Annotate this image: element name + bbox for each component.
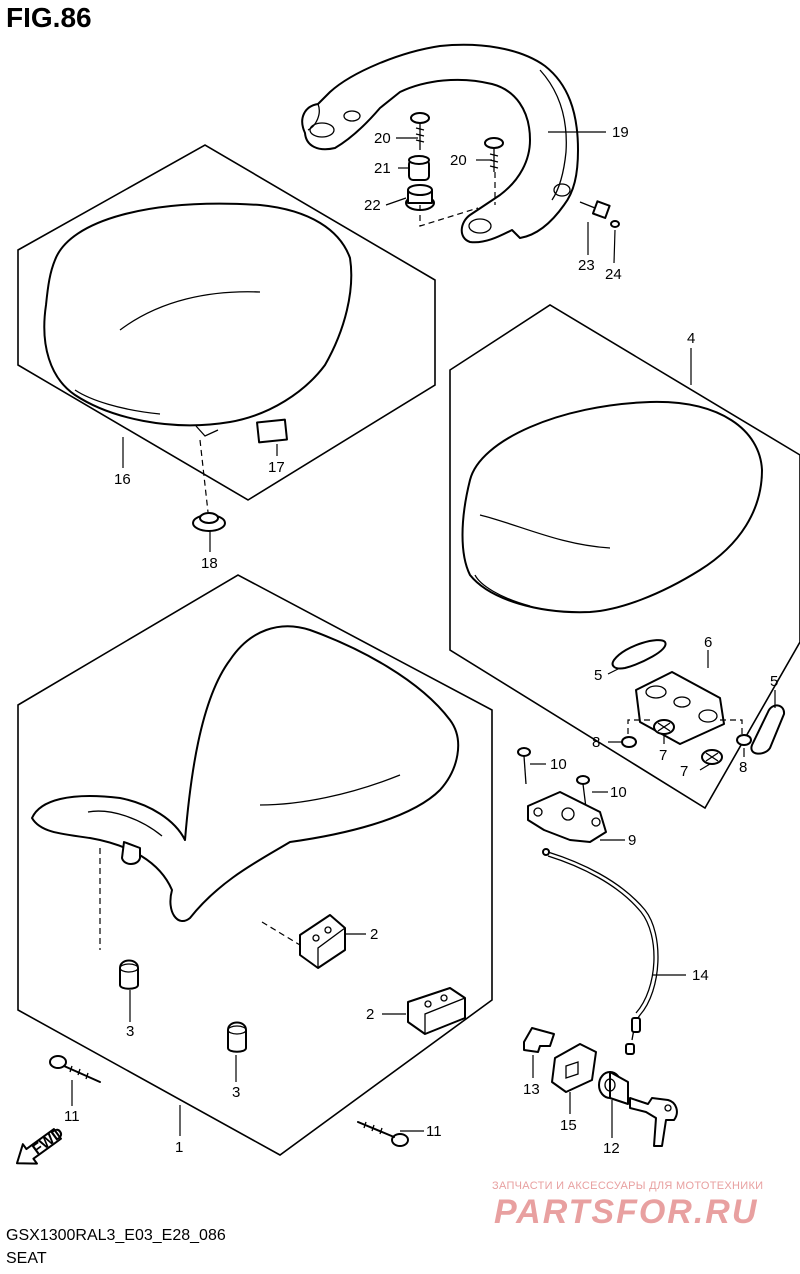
nut-8-right[interactable] (736, 734, 752, 746)
callout-5-right: 5 (770, 673, 778, 690)
grommet-22[interactable] (405, 184, 435, 211)
figure-title: FIG.86 (6, 2, 92, 33)
bolt-11-right[interactable] (357, 1121, 409, 1147)
collar-21[interactable] (408, 155, 430, 181)
grab-rail[interactable] (301, 43, 579, 244)
cushion-5-left[interactable] (611, 639, 667, 670)
pillion-seat[interactable] (43, 202, 353, 437)
callout-8-left: 8 (592, 734, 600, 751)
frame-pillion-seat-assembly (17, 144, 436, 501)
bolt-20-right[interactable] (484, 137, 504, 172)
nut-24[interactable] (610, 220, 620, 228)
callout-11-right: 11 (426, 1123, 442, 1140)
callout-11-left: 11 (64, 1108, 80, 1125)
callout-7-right: 7 (680, 763, 688, 780)
frame-rider-seat-assembly (17, 574, 493, 1156)
callout-20-left: 20 (374, 130, 391, 147)
bolt-10-upper[interactable] (517, 747, 531, 785)
callout-2-upper: 2 (370, 926, 378, 943)
seat-cowl[interactable] (461, 400, 763, 614)
callout-3-lower: 3 (232, 1084, 240, 1101)
callout-10-upper: 10 (550, 756, 567, 773)
callout-16: 16 (114, 471, 131, 488)
rider-seat[interactable] (31, 625, 460, 922)
callout-24: 24 (605, 266, 622, 283)
callout-7-left: 7 (659, 747, 667, 764)
callout-2-lower: 2 (366, 1006, 374, 1023)
cushion-17[interactable] (256, 418, 288, 444)
bolt-23[interactable] (579, 200, 611, 219)
watermark-logo: PARTSFOR.RU (494, 1193, 759, 1231)
callout-21: 21 (374, 160, 391, 177)
watermark-tagline: ЗАПЧАСТИ И АКСЕССУАРЫ ДЛЯ МОТОТЕХНИКИ (492, 1180, 764, 1192)
grommet-18[interactable] (192, 512, 226, 532)
callout-19: 19 (612, 124, 629, 141)
cushion-5-right[interactable] (750, 704, 786, 755)
callout-10-lower: 10 (610, 784, 627, 801)
callout-13: 13 (523, 1081, 540, 1098)
latch-bracket-6[interactable] (635, 671, 725, 745)
callout-3-upper: 3 (126, 1023, 134, 1040)
callout-17: 17 (268, 459, 285, 476)
seat-damper-2-lower[interactable] (407, 987, 466, 1035)
nut-8-left[interactable] (621, 736, 637, 748)
fwd-label: FWD (29, 1124, 67, 1158)
callout-18: 18 (201, 555, 218, 572)
callout-5-left: 5 (594, 667, 602, 684)
seat-lock-cable-14[interactable] (542, 848, 659, 1055)
callout-12: 12 (603, 1140, 620, 1157)
lock-piece-13[interactable] (523, 1027, 555, 1053)
callout-15: 15 (560, 1117, 577, 1134)
lock-set-12[interactable] (598, 1071, 629, 1105)
callout-22: 22 (364, 197, 381, 214)
cushion-3-upper[interactable] (119, 959, 139, 990)
seat-damper-2-upper[interactable] (299, 914, 346, 969)
bolt-11-left[interactable] (49, 1055, 101, 1083)
callout-23: 23 (578, 257, 595, 274)
cushion-3-lower[interactable] (227, 1021, 247, 1053)
callout-4: 4 (687, 330, 695, 347)
callout-14: 14 (692, 967, 709, 984)
model-code: GSX1300RAL3_E03_E28_086 (6, 1227, 226, 1244)
callout-20-right: 20 (450, 152, 467, 169)
rubber-washer-7-right[interactable] (701, 749, 723, 765)
callout-1: 1 (175, 1139, 183, 1156)
key-icon (629, 1097, 678, 1147)
fwd-arrow-icon: FWD (15, 1124, 67, 1165)
frame-seat-cowl-assembly (449, 304, 800, 810)
lock-bracket-15[interactable] (551, 1043, 597, 1093)
bolt-20-left[interactable] (410, 112, 430, 150)
seat-lock-9[interactable] (527, 791, 607, 843)
callout-9: 9 (628, 832, 636, 849)
callout-6: 6 (704, 634, 712, 651)
callout-8-right: 8 (739, 759, 747, 776)
section-name: SEAT (6, 1250, 47, 1267)
rubber-washer-7-left[interactable] (653, 719, 675, 735)
